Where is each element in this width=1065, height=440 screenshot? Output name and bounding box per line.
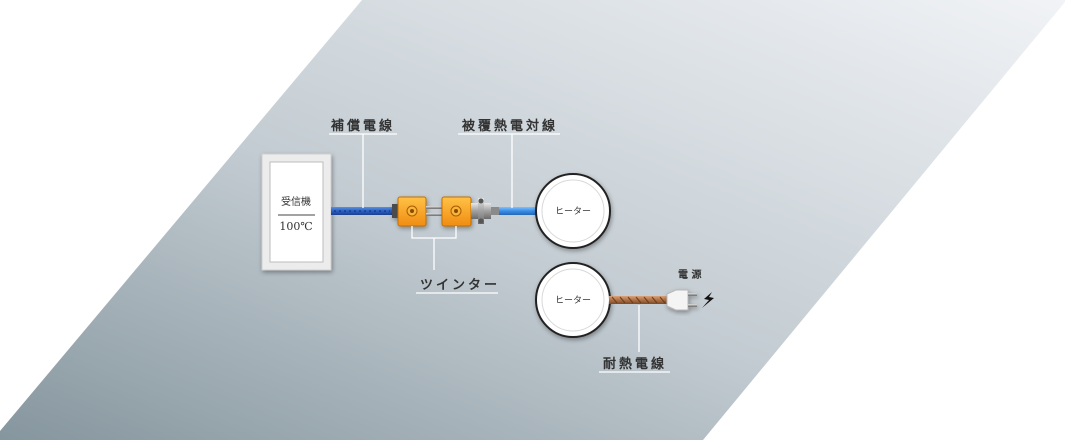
heater-2: [535, 262, 611, 338]
thermocouple-cable: [499, 207, 543, 215]
twin-connector-right: [441, 196, 472, 227]
metal-clamp: [471, 198, 499, 224]
label-twin-connector: ツインター: [420, 278, 500, 293]
power-spark-icon: [702, 292, 714, 308]
label-compensation-wire: 補償電線: [330, 118, 395, 134]
label-coated-thermocouple: 被覆熱電対線: [461, 118, 558, 134]
twin-connector-pins: [426, 206, 442, 216]
leader-lines: [329, 133, 670, 373]
label-power-source: 電 源: [678, 268, 701, 281]
receiver-value: 100℃: [279, 220, 312, 233]
receiver-title: 受信機: [281, 195, 311, 208]
compensation-cable: [331, 207, 392, 215]
receiver-unit: [261, 153, 332, 271]
heater-2-label: ヒーター: [555, 295, 591, 306]
heater-1: [535, 173, 611, 249]
heater-1-label: ヒーター: [555, 206, 591, 217]
label-heat-resistant-wire: 耐熱電線: [603, 356, 667, 372]
twin-connector-left: [392, 196, 427, 227]
power-plug: [666, 289, 697, 311]
